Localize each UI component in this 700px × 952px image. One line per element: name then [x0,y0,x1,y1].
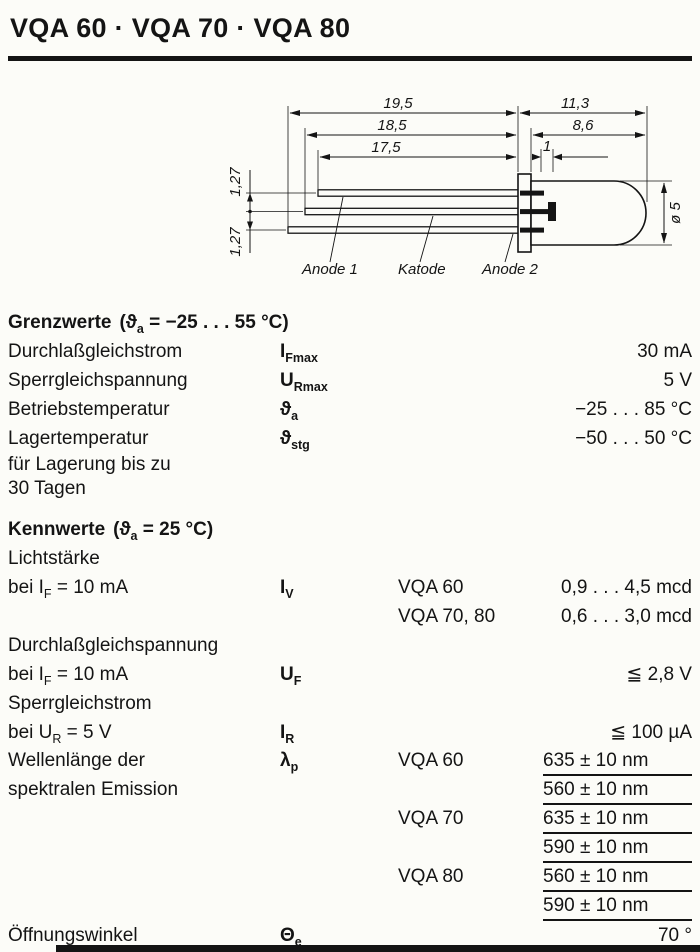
param-value: ≦ 100 µA [610,722,692,743]
kennwerte-heading: Kennwerte (ϑa = 25 °C) [8,515,692,544]
lead-anode1 [317,189,521,197]
title-rule [8,56,692,61]
param-value: 590 ± 10 nm [533,834,692,863]
param-symbol: IR [280,722,295,746]
param-value: 0,9 . . . 4,5 mcd [561,577,692,598]
param-value: 590 ± 10 nm [533,892,692,921]
grenzwerte-title: Grenzwerte [8,312,112,333]
extension-lines [246,106,672,246]
param-value: −25 . . . 85 °C [575,399,692,420]
param-symbol: IFmax [280,341,318,365]
grenzwerte-condition: (ϑa = −25 . . . 55 °C) [119,312,289,336]
dim-1-27-top-label: 1,27 [227,167,244,197]
led-dimension-drawing: 19,5 11,3 18,5 8,6 17,5 1 1,27 1,27 ø 5 … [227,95,684,278]
lead-katode [304,207,521,216]
dim-1-27-bottom-label: 1,27 [227,227,244,257]
kennwerte-condition: (ϑa = 25 °C) [113,519,214,543]
row-wellenlaenge-vqa70-b: 590 ± 10 nm [8,834,692,863]
param-label: Wellenlänge der [8,750,145,771]
param-condition: bei IF = 10 mA [8,664,129,688]
row-wellenlaenge-vqa70-a: VQA 70 635 ± 10 nm [8,805,692,834]
row-oeffnungswinkel: Öffnungswinkel Θe 70 ° [8,921,692,950]
leader-lines [329,196,514,263]
row-durchlassspannung-label: Durchlaßgleichspannung [8,631,692,660]
param-label: Sperrgleichstrom [8,693,152,714]
param-symbol: IV [280,577,294,601]
param-value: 560 ± 10 nm [533,863,692,892]
param-symbol: Θe [280,925,302,949]
param-value: ≦ 2,8 V [626,664,692,685]
param-value: 560 ± 10 nm [533,776,692,805]
row-durchlassgleichstrom: Durchlaßgleichstrom IFmax 30 mA [8,337,692,366]
variant-name: VQA 70, 80 [398,606,496,627]
lead-anode2 [287,226,521,234]
row-lagertemperatur: Lagertemperatur für Lagerung bis zu 30 T… [8,424,692,501]
param-symbol: ϑstg [280,428,310,452]
param-label: Lichtstärke [8,548,100,569]
katode-label: Katode [398,261,446,278]
variant-name: VQA 60 [398,750,464,771]
row-wellenlaenge-vqa80-b: 590 ± 10 nm [8,892,692,921]
param-label: Öffnungswinkel [8,925,138,946]
param-label: Sperrgleichspannung [8,370,188,391]
variant-name: VQA 80 [398,866,464,887]
dim-17-5-label: 17,5 [371,139,401,156]
variant-name: VQA 70 [398,808,464,829]
param-label: Durchlaßgleichspannung [8,635,219,656]
param-value: 635 ± 10 nm [533,747,692,776]
row-betriebstemperatur: Betriebstemperatur ϑa −25 . . . 85 °C [8,395,692,424]
grenzwerte-heading: Grenzwerte (ϑa = −25 . . . 55 °C) [8,308,692,337]
variant-name: VQA 60 [398,577,464,598]
row-lichtstaerke-vqa7080: VQA 70, 80 0,6 . . . 3,0 mcd [8,602,692,631]
param-symbol: λp [280,750,299,774]
led-internal-leadframe [520,190,556,233]
param-value: 0,6 . . . 3,0 mcd [561,606,692,627]
param-symbol: UF [280,664,302,688]
anode1-label: Anode 1 [301,261,358,278]
param-value: −50 . . . 50 °C [575,428,692,449]
row-wellenlaenge-vqa80-a: VQA 80 560 ± 10 nm [8,863,692,892]
page-title: VQA 60 · VQA 70 · VQA 80 [10,13,351,43]
row-lichtstaerke-vqa60: bei IF = 10 mA IV VQA 60 0,9 . . . 4,5 m… [8,573,692,602]
dim-19-5-label: 19,5 [383,95,413,112]
param-value: 635 ± 10 nm [533,805,692,834]
param-symbol: ϑa [280,399,299,423]
spec-tables: Grenzwerte (ϑa = −25 . . . 55 °C) Durchla… [8,308,692,950]
param-value: 5 V [663,370,692,391]
param-label: Lagertemperatur für Lagerung bis zu 30 T… [8,428,171,499]
dim-diameter-label: ø 5 [667,202,684,224]
led-body-dome [530,180,647,246]
param-value: 70 ° [657,925,692,946]
row-durchlassspannung-value: bei IF = 10 mA UF ≦ 2,8 V [8,660,692,689]
bottom-rule [56,945,700,952]
param-value: 30 mA [637,341,692,362]
row-wellenlaenge-vqa60-a: Wellenlänge der λp VQA 60 635 ± 10 nm [8,747,692,776]
dim-1-label: 1 [543,138,551,155]
small-dim-arrows [247,153,562,230]
dimension-lines [249,110,667,253]
dim-8-6-label: 8,6 [573,117,595,134]
param-condition: bei UR = 5 V [8,722,112,746]
param-label: Betriebstemperatur [8,399,170,420]
anode2-label: Anode 2 [481,261,539,278]
row-wellenlaenge-vqa60-b: spektralen Emission 560 ± 10 nm [8,776,692,805]
row-sperrgleichspannung: Sperrgleichspannung URmax 5 V [8,366,692,395]
led-leads [287,189,521,234]
param-symbol: URmax [280,370,328,394]
param-label: spektralen Emission [8,779,179,800]
dim-11-3-label: 11,3 [561,95,590,112]
dim-18-5-label: 18,5 [377,117,407,134]
param-condition: bei IF = 10 mA [8,577,129,601]
row-sperrstrom-value: bei UR = 5 V IR ≦ 100 µA [8,718,692,747]
row-sperrstrom-label: Sperrgleichstrom [8,689,692,718]
param-label: Durchlaßgleichstrom [8,341,183,362]
row-lichtstaerke-label: Lichtstärke [8,544,692,573]
kennwerte-title: Kennwerte [8,519,106,540]
